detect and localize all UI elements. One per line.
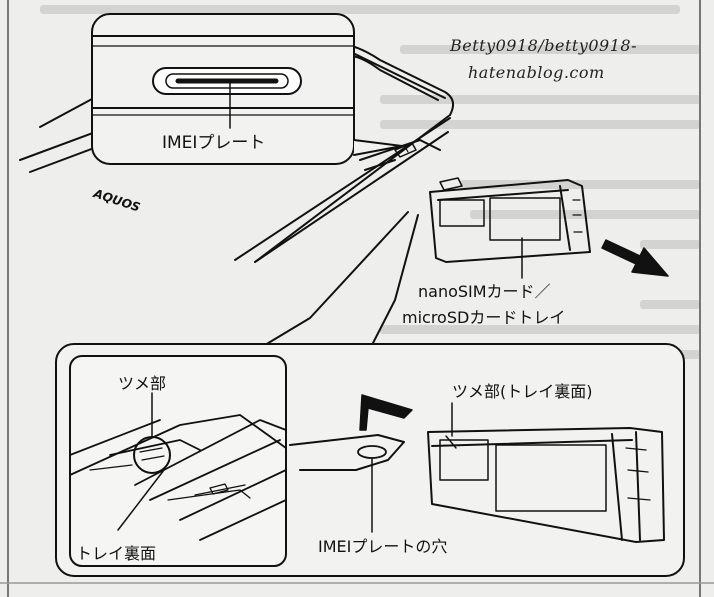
imei-plate-hole-illustration — [289, 394, 413, 533]
label-imei-plate-hole: IMEIプレートの穴 — [318, 537, 448, 556]
tray-back-illustration — [427, 402, 665, 543]
pull-direction-arrow-icon — [601, 239, 669, 277]
tray-detail-callout — [55, 343, 685, 577]
label-claw-part: ツメ部 — [118, 374, 167, 393]
label-tray-name-line1: nanoSIMカード／ — [418, 282, 551, 301]
sim-tray-illustration — [429, 177, 591, 279]
watermark-line-1: Betty0918/betty0918- — [450, 36, 637, 55]
label-imei-plate: IMEIプレート — [162, 133, 266, 153]
label-tray-back: トレイ裏面 — [76, 544, 157, 563]
label-claw-part-tray-back: ツメ部(トレイ裏面) — [452, 382, 593, 401]
watermark-line-2: hatenablog.com — [468, 63, 605, 82]
callout-connector — [264, 211, 419, 346]
label-tray-name-line2: microSDカードトレイ — [402, 308, 566, 327]
imei-zoom-callout — [91, 13, 403, 165]
